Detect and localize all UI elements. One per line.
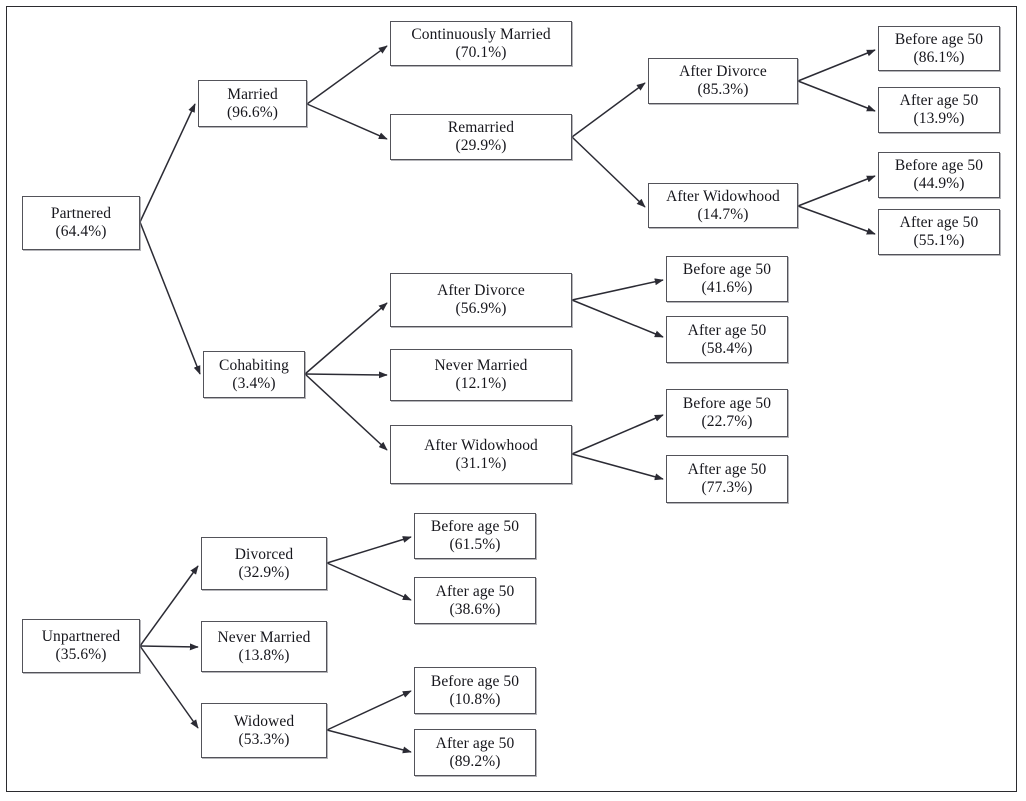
node-coh-after-divorce[interactable]: After Divorce(56.9%) [390,273,572,327]
node-label: Divorced [234,545,294,563]
node-label: Before age 50 [894,30,984,48]
node-coh-wid-after50[interactable]: After age 50(77.3%) [666,455,788,503]
node-divorced[interactable]: Divorced(32.9%) [201,537,327,590]
node-value: (58.4%) [701,339,753,357]
node-partnered[interactable]: Partnered(64.4%) [22,196,140,250]
node-value: (13.9%) [913,110,965,127]
node-label: Never Married [217,628,311,646]
node-label: Before age 50 [682,261,772,279]
node-label: Partnered [50,205,112,223]
node-label: After age 50 [899,92,979,110]
node-value: (35.6%) [55,646,107,663]
node-rem-after-widowhood[interactable]: After Widowhood(14.7%) [648,183,798,228]
node-label: Before age 50 [682,395,772,413]
node-label: Continuously Married [411,25,551,43]
node-value: (31.1%) [455,454,507,472]
node-label: After age 50 [435,582,515,600]
node-value: (96.6%) [226,103,279,121]
node-rem-wid-after50[interactable]: After age 50(55.1%) [878,209,1000,255]
node-value: (3.4%) [232,374,276,392]
node-label: After Widowhood [424,436,538,454]
node-value: (85.3%) [697,81,749,98]
node-div-after50[interactable]: After age 50(38.6%) [414,577,536,624]
node-value: (70.1%) [455,43,507,61]
node-value: (61.5%) [449,536,501,553]
node-coh-after-widowhood[interactable]: After Widowhood(31.1%) [390,425,572,484]
node-label: Before age 50 [894,157,984,175]
node-unp-never-married[interactable]: Never Married(13.8%) [201,621,327,672]
node-coh-never-married[interactable]: Never Married(12.1%) [390,349,572,401]
node-rem-after-divorce[interactable]: After Divorce(85.3%) [648,58,798,104]
node-value: (22.7%) [701,413,753,430]
node-label: Before age 50 [430,672,520,690]
node-value: (41.6%) [701,279,753,296]
node-value: (38.6%) [449,600,501,618]
node-rem-div-after50[interactable]: After age 50(13.9%) [878,87,1000,133]
node-wid-before50[interactable]: Before age 50(10.8%) [414,667,536,714]
node-label: After age 50 [435,734,515,752]
node-value: (64.4%) [55,223,107,240]
node-value: (32.9%) [238,563,290,581]
node-coh-div-before50[interactable]: Before age 50(41.6%) [666,256,788,302]
node-label: After age 50 [687,321,767,339]
node-value: (13.8%) [238,646,290,664]
node-coh-div-after50[interactable]: After age 50(58.4%) [666,316,788,363]
node-label: Cohabiting [219,356,289,374]
node-coh-wid-before50[interactable]: Before age 50(22.7%) [666,389,788,437]
node-married[interactable]: Married(96.6%) [198,80,307,127]
node-label: After age 50 [899,214,979,232]
node-remarried[interactable]: Remarried(29.9%) [390,114,572,160]
node-label: Widowed [233,712,295,730]
node-label: Married [227,85,278,103]
node-label: After Widowhood [666,187,780,205]
node-value: (53.3%) [238,730,290,748]
node-value: (44.9%) [913,175,965,192]
node-label: Never Married [434,357,528,375]
node-value: (86.1%) [913,48,965,66]
node-value: (12.1%) [455,375,507,392]
node-label: After Divorce [679,63,767,81]
node-label: After Divorce [437,282,525,300]
node-label: Before age 50 [430,518,520,536]
node-value: (77.3%) [701,479,753,496]
node-label: Unpartnered [41,628,121,646]
node-value: (55.1%) [913,232,965,249]
node-label: After age 50 [687,461,767,479]
node-rem-wid-before50[interactable]: Before age 50(44.9%) [878,152,1000,198]
node-rem-div-before50[interactable]: Before age 50(86.1%) [878,26,1000,71]
node-value: (10.8%) [449,690,501,708]
node-cont-married[interactable]: Continuously Married(70.1%) [390,21,572,66]
node-wid-after50[interactable]: After age 50(89.2%) [414,729,536,776]
node-label: Remarried [447,119,515,137]
node-cohabiting[interactable]: Cohabiting(3.4%) [203,351,305,398]
node-unpartnered[interactable]: Unpartnered(35.6%) [22,619,140,673]
node-div-before50[interactable]: Before age 50(61.5%) [414,513,536,559]
node-value: (56.9%) [455,300,507,317]
node-value: (14.7%) [697,205,749,223]
node-widowed[interactable]: Widowed(53.3%) [201,703,327,758]
node-value: (29.9%) [455,137,507,154]
node-value: (89.2%) [449,752,501,770]
